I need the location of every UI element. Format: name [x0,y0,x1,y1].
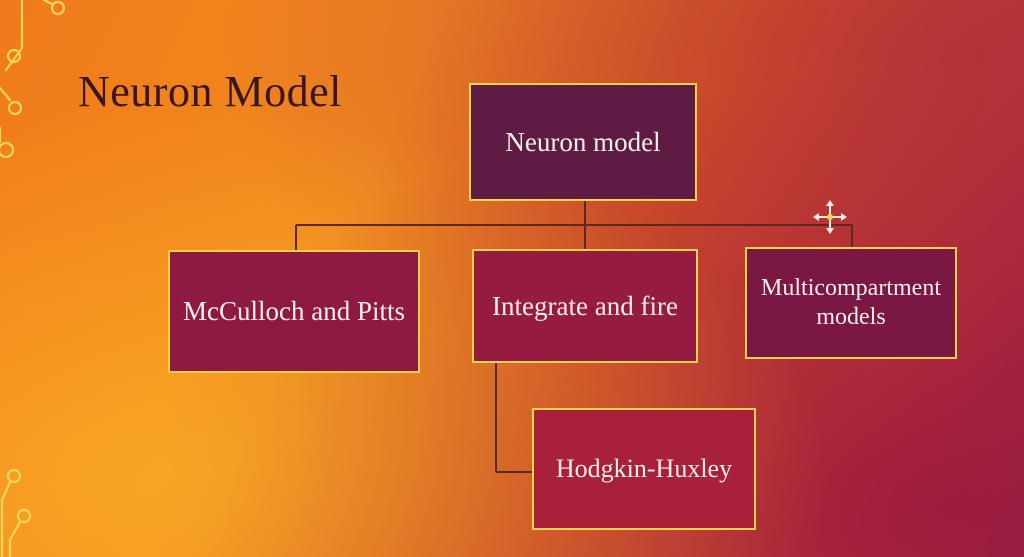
slide-title: Neuron Model [78,67,342,116]
node-label: Neuron model [505,126,661,157]
node-mcculloch-pitts[interactable]: McCulloch and Pitts [168,250,420,373]
node-label: McCulloch and Pitts [183,296,405,327]
node-hodgkin-huxley[interactable]: Hodgkin-Huxley [532,408,756,530]
node-label: Integrate and fire [492,290,678,321]
node-integrate-and-fire[interactable]: Integrate and fire [472,249,698,363]
node-label: Multicompartment models [761,275,941,330]
node-multicompartment[interactable]: Multicompartment models [745,247,957,359]
node-neuron-model[interactable]: Neuron model [469,83,697,201]
node-label: Hodgkin-Huxley [555,454,733,484]
crosshair-move-cursor-icon [813,200,847,234]
